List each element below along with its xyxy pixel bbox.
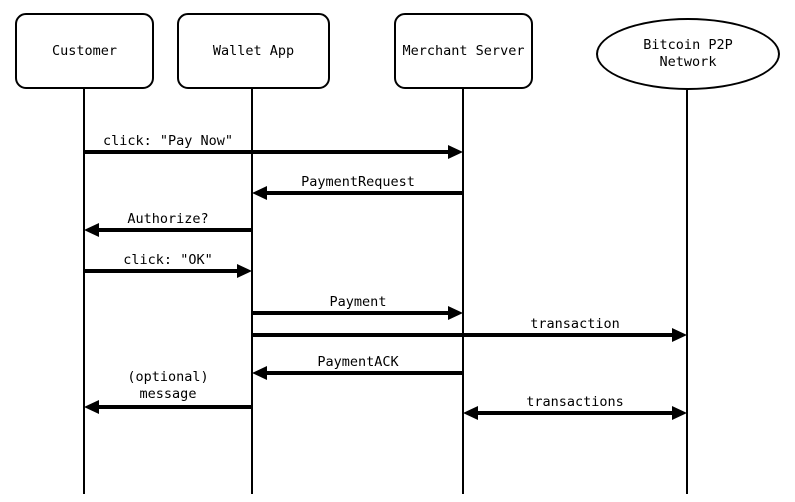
message-click-pay-now-label: click: "Pay Now"	[102, 133, 234, 149]
arrowhead-left-icon	[463, 406, 478, 420]
message-payment-line	[252, 311, 449, 315]
actor-bitcoin-p2p-network-label: Bitcoin P2P Network	[643, 37, 733, 70]
message-optional-message-label: (optional) message	[127, 369, 209, 402]
actor-wallet-app: Wallet App	[177, 13, 330, 89]
lifeline-merchant-server	[462, 89, 464, 494]
message-transaction-line	[252, 333, 673, 337]
arrowhead-left-icon	[84, 400, 99, 414]
arrowhead-right-icon	[448, 145, 463, 159]
arrowhead-right-icon	[672, 328, 687, 342]
arrowhead-right-icon	[448, 306, 463, 320]
message-payment-request-line	[266, 191, 463, 195]
arrowhead-left-icon	[252, 366, 267, 380]
actor-bitcoin-p2p-network: Bitcoin P2P Network	[596, 18, 780, 90]
arrowhead-left-icon	[84, 223, 99, 237]
actor-customer: Customer	[15, 13, 154, 89]
message-payment-label: Payment	[329, 294, 387, 310]
message-transactions-line	[477, 411, 673, 415]
actor-wallet-app-label: Wallet App	[212, 42, 295, 59]
message-transaction-label: transaction	[530, 316, 620, 332]
actor-customer-label: Customer	[51, 42, 118, 59]
message-click-ok-line	[84, 269, 238, 273]
actor-merchant-server: Merchant Server	[394, 13, 533, 89]
lifeline-customer	[83, 89, 85, 494]
lifeline-wallet-app	[251, 89, 253, 494]
arrowhead-right-icon	[237, 264, 252, 278]
message-transactions-label: transactions	[526, 394, 624, 410]
message-payment-request-label: PaymentRequest	[301, 174, 415, 190]
message-authorize-line	[98, 228, 252, 232]
message-payment-ack-label: PaymentACK	[317, 354, 399, 370]
arrowhead-left-icon	[252, 186, 267, 200]
lifeline-bitcoin-p2p-network	[686, 90, 688, 494]
arrowhead-right-icon	[672, 406, 687, 420]
message-optional-message-line	[98, 405, 252, 409]
actor-merchant-server-label: Merchant Server	[402, 42, 525, 59]
message-click-pay-now-line	[84, 150, 449, 154]
message-click-ok-label: click: "OK"	[123, 252, 213, 268]
message-payment-ack-line	[266, 371, 463, 375]
message-authorize-label: Authorize?	[127, 211, 209, 227]
